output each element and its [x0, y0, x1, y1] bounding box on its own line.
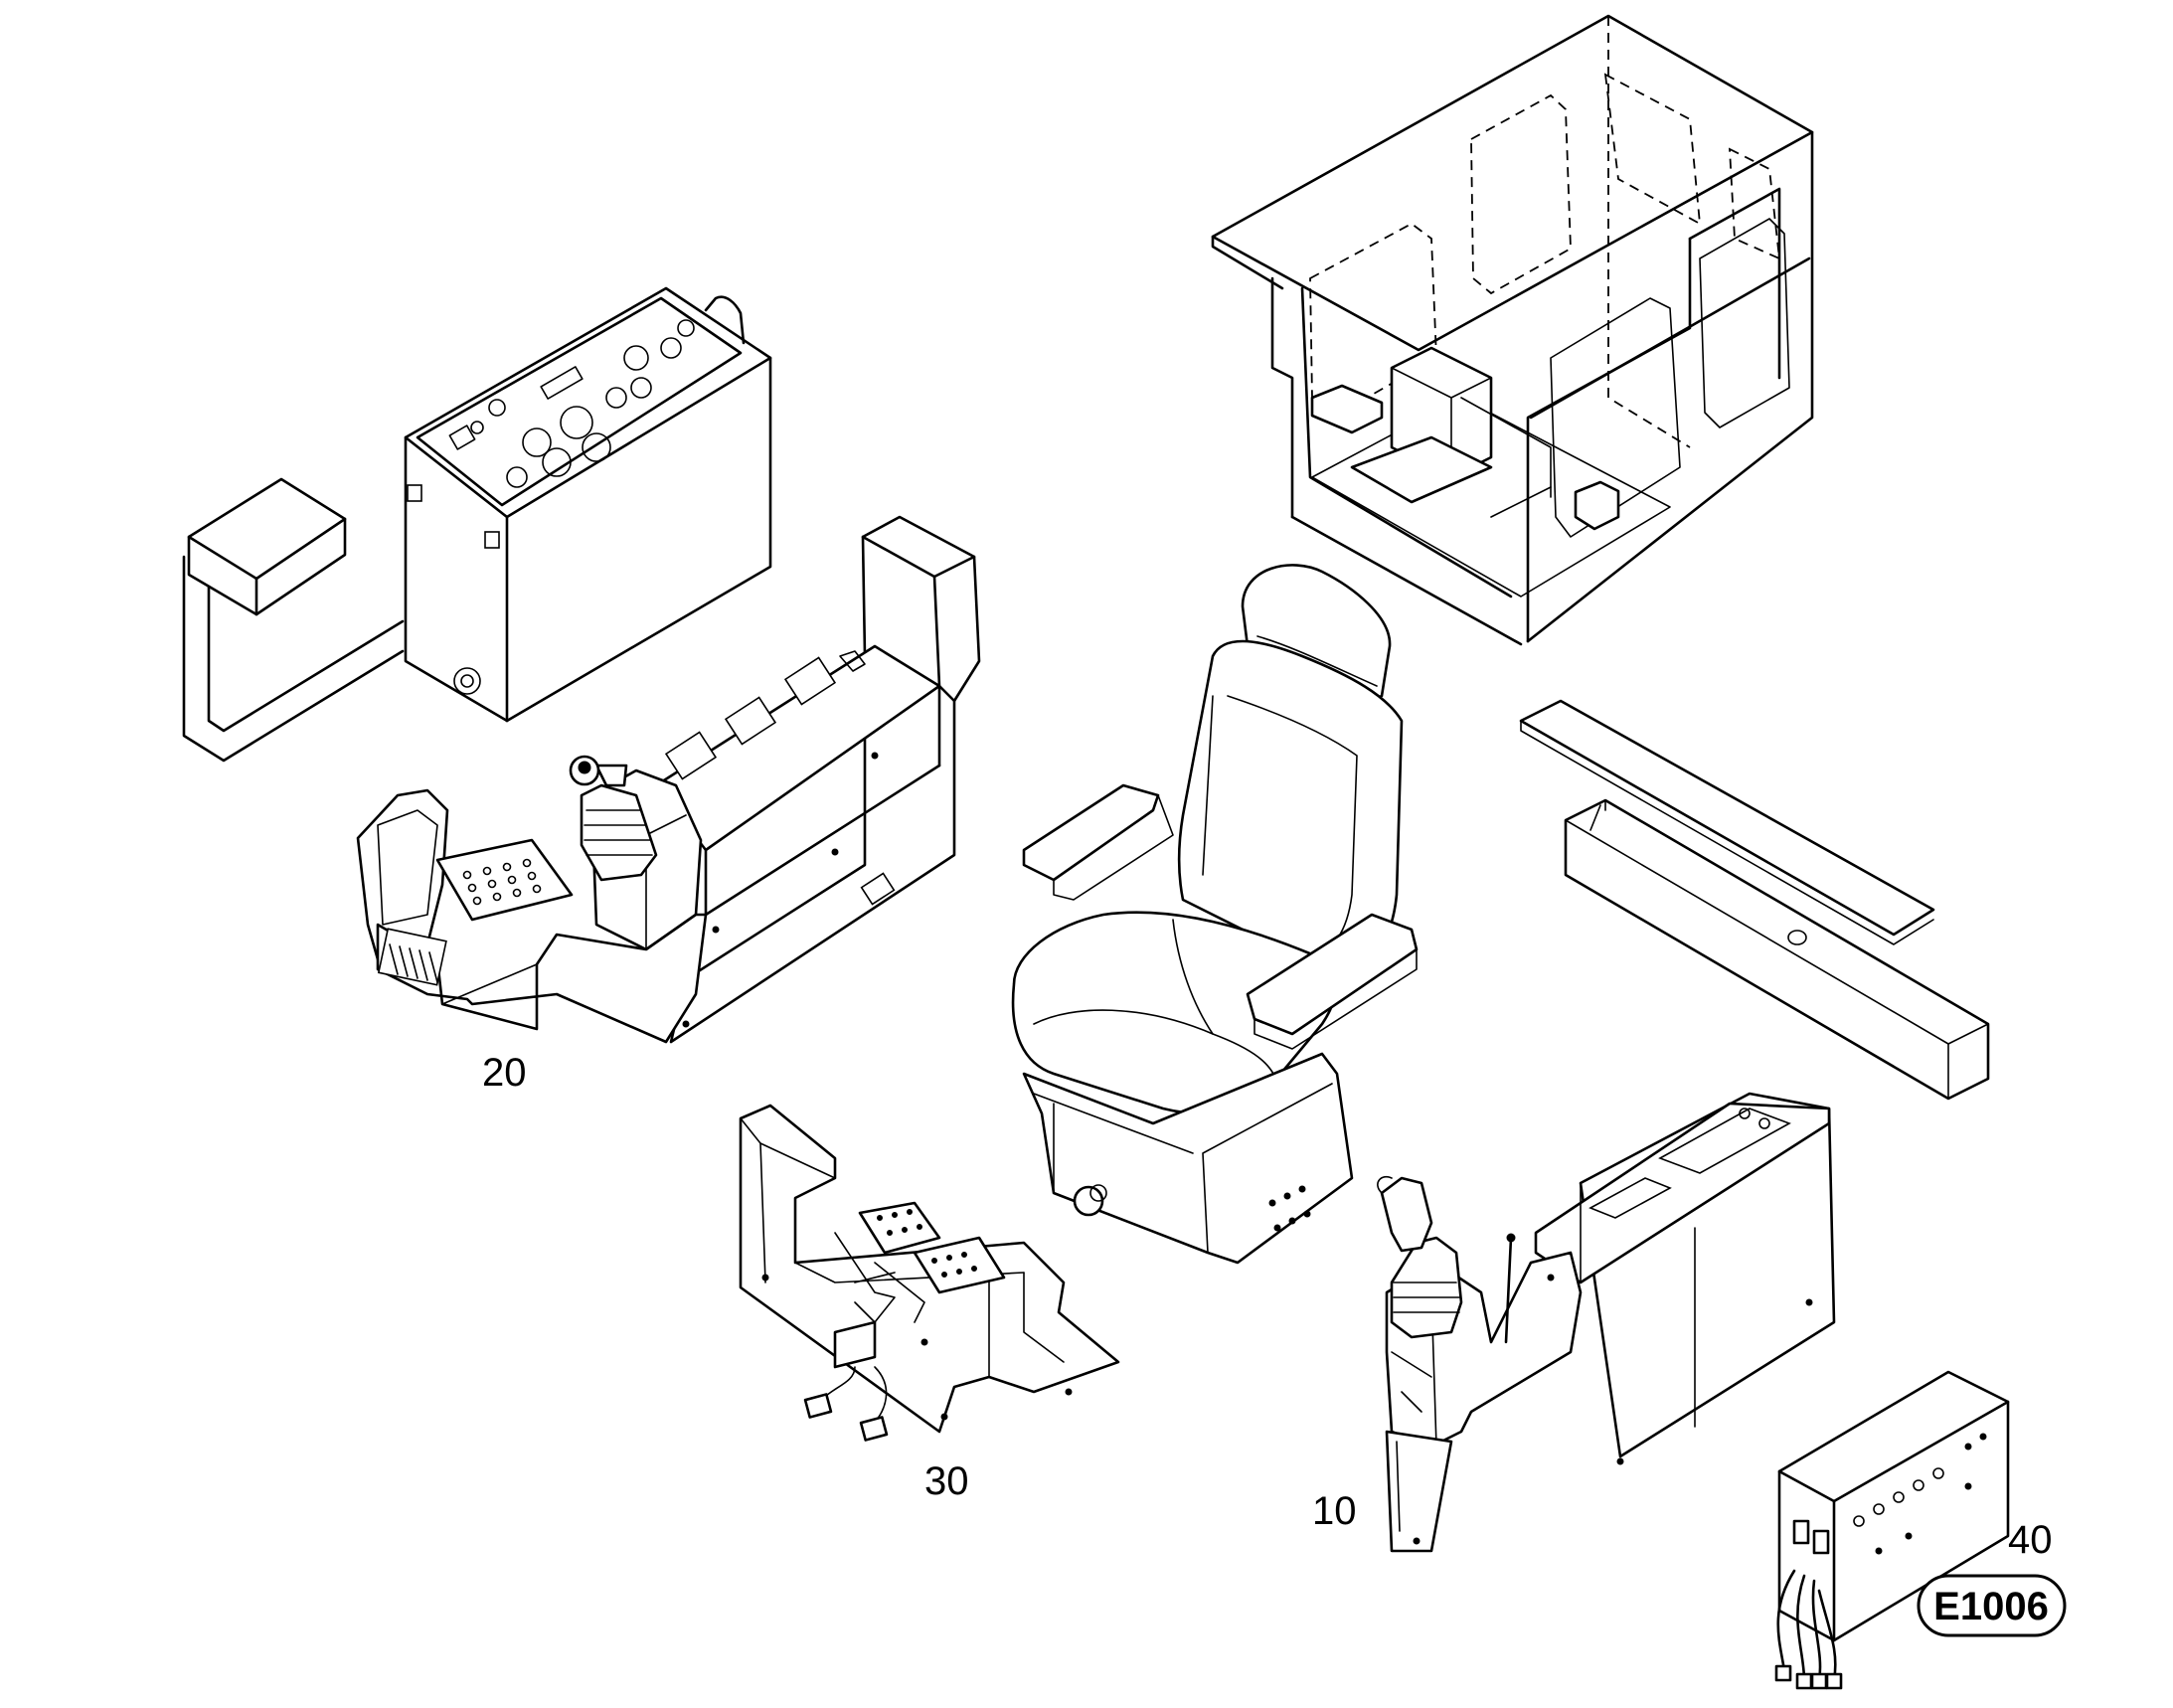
pedal-assembly: [739, 1104, 1120, 1442]
operator-seat: [1011, 564, 1419, 1265]
callout-20: 20: [482, 1051, 527, 1095]
drawing-id: E1006: [1933, 1585, 2049, 1628]
callout-10: 10: [1312, 1489, 1357, 1533]
right-control-console: [1377, 1092, 1836, 1553]
callout-40: 40: [2008, 1518, 2053, 1562]
instrument-console: [182, 286, 772, 763]
channel-and-cover: [1519, 699, 1990, 1101]
drawing-id-badge: E1006: [1917, 1574, 2067, 1637]
electrical-box: [1774, 1370, 2010, 1690]
left-control-console: [356, 515, 981, 1044]
callout-30: 30: [924, 1459, 969, 1503]
operator-cab: [1211, 14, 1814, 646]
